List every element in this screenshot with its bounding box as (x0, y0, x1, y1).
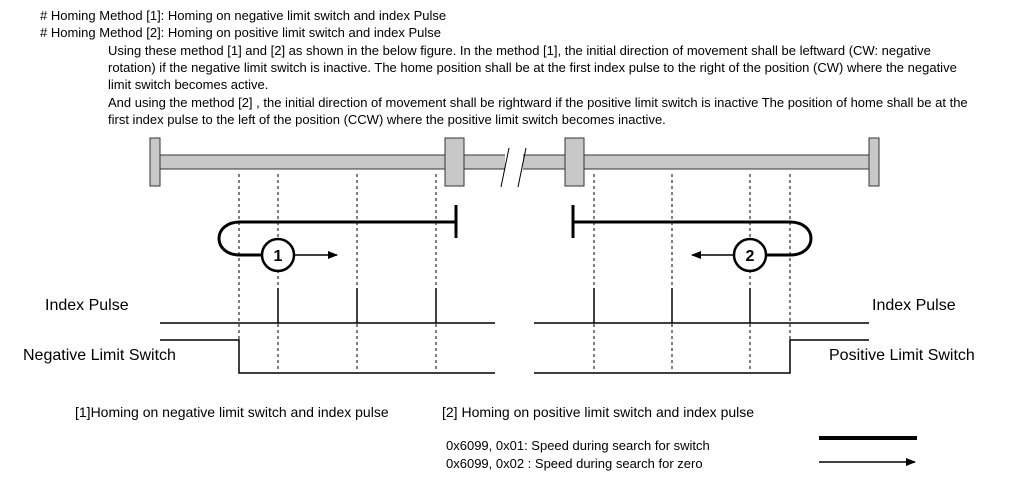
left-end-stop (149, 137, 161, 187)
legend-zero-speed-text: 0x6099, 0x02 : Speed during search for z… (446, 456, 703, 471)
positive-limit-switch-signal (534, 339, 869, 374)
method-2-number: 2 (746, 248, 755, 265)
legend-switch-speed-text: 0x6099, 0x01: Speed during search for sw… (446, 438, 710, 453)
index-guides (238, 174, 791, 372)
rail-background-cover (505, 150, 523, 174)
homing-method-1-title: # Homing Method [1]: Homing on negative … (40, 8, 447, 23)
method-2-caption: [2] Homing on positive limit switch and … (442, 404, 755, 420)
negative-limit-switch-signal (160, 339, 495, 374)
method-1-caption: [1]Homing on negative limit switch and i… (75, 404, 389, 420)
negative-limit-switch-label: Negative Limit Switch (23, 347, 176, 364)
method-description-2: And using the method [2] , the initial d… (108, 95, 968, 127)
index-pulse-label-right: Index Pulse (872, 297, 956, 314)
positive-limit-switch-label: Positive Limit Switch (829, 347, 975, 364)
rail-break-mark (517, 147, 527, 188)
positive-limit-switch-block (564, 137, 585, 187)
rail-break-mark (500, 147, 510, 188)
negative-limit-switch-block (444, 137, 465, 187)
index-pulse-label-left: Index Pulse (45, 297, 129, 314)
index-pulse-signal (160, 288, 869, 324)
axis-rail (149, 137, 880, 188)
method-1-switch-search (217, 220, 456, 257)
method-2-path (571, 205, 813, 273)
homing-method-2-title: # Homing Method [2]: Homing on positive … (40, 25, 442, 40)
method-1-path (217, 205, 458, 273)
right-end-stop (868, 137, 880, 187)
method-2-switch-search (573, 220, 813, 257)
method-description-1: Using these method [1] and [2] as shown … (108, 43, 957, 92)
limit-switch-signals (160, 339, 869, 374)
method-1-number: 1 (274, 248, 283, 265)
